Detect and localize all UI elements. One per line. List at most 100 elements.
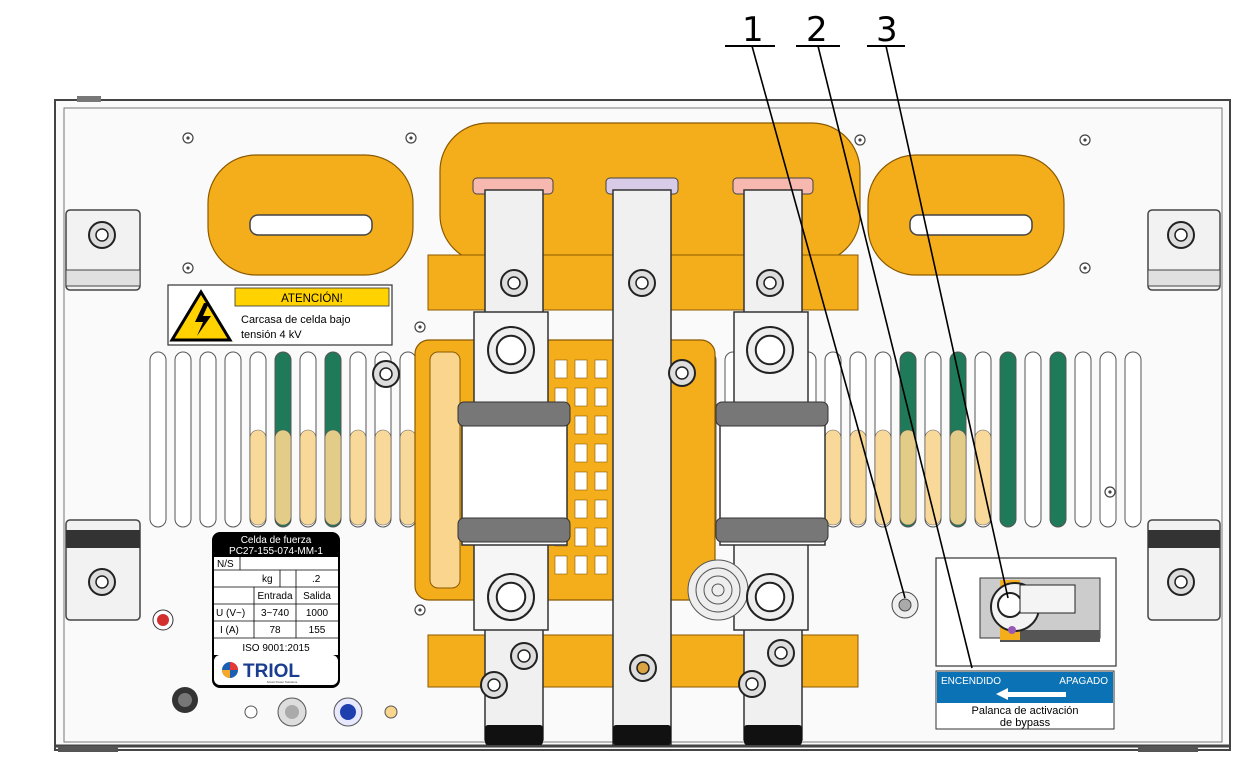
left-bracket	[65, 209, 141, 621]
nameplate-row-current: I (A)	[220, 625, 239, 636]
nameplate-serial-label: N/S	[217, 559, 234, 570]
vent-slot-shadow	[274, 429, 292, 526]
bolt	[767, 639, 795, 667]
triol-logo: TRIOL Smart Power Solutions	[222, 661, 300, 684]
screw	[854, 134, 866, 146]
bolt	[88, 221, 116, 249]
bolt	[480, 671, 508, 699]
vent-slot-shadow	[249, 429, 267, 526]
test-point	[891, 591, 919, 619]
arrow-left-icon	[996, 688, 1066, 700]
vent-slot	[1074, 351, 1092, 528]
callout-2: 2	[806, 10, 828, 50]
lattice-cell	[594, 471, 608, 491]
vent-slot	[199, 351, 217, 528]
nut	[746, 326, 794, 374]
lattice-cell	[554, 359, 568, 379]
vent-slot-shadow	[899, 429, 917, 526]
warning-label: ATENCIÓN! Carcasa de celda bajo tensión …	[167, 284, 393, 346]
screw	[182, 262, 194, 274]
vent-slot-shadow	[849, 429, 867, 526]
warning-title: ATENCIÓN!	[281, 292, 343, 305]
nameplate-current-in: 78	[269, 625, 281, 636]
indicator-led	[152, 609, 174, 631]
screw	[1079, 134, 1091, 146]
nut	[487, 326, 535, 374]
lattice-cell	[594, 555, 608, 575]
bolt-group	[88, 221, 1195, 699]
lattice-cell	[574, 443, 588, 463]
nameplate-weight-unit: kg	[262, 574, 273, 585]
lattice-cell	[574, 555, 588, 575]
bolt	[1167, 221, 1195, 249]
lattice-cell	[594, 443, 608, 463]
vent-slot	[149, 351, 167, 528]
callout-1: 1	[742, 10, 764, 50]
lattice-cell	[574, 387, 588, 407]
vent-slot-shadow	[299, 429, 317, 526]
fuse-right	[715, 401, 829, 546]
vent-slot-shadow	[949, 429, 967, 526]
screw	[1104, 486, 1116, 498]
bypass-off-text: APAGADO	[1059, 676, 1108, 687]
callout-leaders	[725, 45, 1009, 669]
vent-slot-shadow	[399, 429, 417, 526]
insulator-left	[207, 154, 414, 276]
bolt	[500, 269, 528, 297]
vent-slot-shadow	[324, 429, 342, 526]
bypass-lever-assembly	[935, 557, 1117, 667]
bolt	[756, 269, 784, 297]
nameplate-model: PC27-155-074-MM-1	[229, 546, 323, 557]
lattice-cell	[574, 415, 588, 435]
lattice-cell	[574, 499, 588, 519]
nameplate: Celda de fuerza PC27-155-074-MM-1 N/S kg…	[212, 532, 340, 688]
screw	[414, 604, 426, 616]
brand-tagline: Smart Power Solutions	[267, 680, 298, 684]
lattice-cell	[594, 527, 608, 547]
nameplate-title: Celda de fuerza	[241, 535, 312, 546]
bolt	[1167, 568, 1195, 596]
vent-slot	[999, 351, 1017, 528]
vent-slot-shadow	[374, 429, 392, 526]
nameplate-col-output: Salida	[303, 591, 331, 602]
high-voltage-icon	[169, 289, 233, 342]
bolt	[372, 360, 400, 388]
brand-name: TRIOL	[243, 661, 300, 682]
nut	[746, 573, 794, 621]
screw	[414, 321, 426, 333]
contact-spring	[687, 559, 749, 621]
lattice-cell	[594, 415, 608, 435]
screw-group	[182, 132, 1116, 616]
screw	[405, 132, 417, 144]
vent-slot	[1024, 351, 1042, 528]
nut	[487, 573, 535, 621]
bypass-line1: Palanca de activación	[971, 705, 1078, 717]
vent-slot	[1124, 351, 1142, 528]
nameplate-row-voltage: U (V~)	[216, 608, 245, 619]
bolt	[88, 568, 116, 596]
lattice-cell	[574, 359, 588, 379]
bypass-line2: de bypass	[1000, 717, 1051, 729]
ground-terminal	[172, 687, 198, 713]
warning-line1: Carcasa de celda bajo	[241, 314, 350, 326]
nameplate-voltage-out: 1000	[306, 608, 329, 619]
nameplate-col-input: Entrada	[257, 591, 292, 602]
callout-3: 3	[876, 10, 898, 50]
vent-slot-shadow	[824, 429, 842, 526]
vent-slot-shadow	[349, 429, 367, 526]
ventilation-grille	[149, 351, 1142, 528]
insulator-right	[867, 154, 1065, 276]
lattice-cell	[574, 527, 588, 547]
lattice-cell	[594, 359, 608, 379]
nameplate-standard: ISO 9001:2015	[242, 643, 310, 654]
bolt	[668, 359, 696, 387]
lattice-cell	[554, 555, 568, 575]
screw	[182, 132, 194, 144]
screw	[1079, 262, 1091, 274]
bolt	[738, 670, 766, 698]
bolt	[628, 269, 656, 297]
nameplate-voltage-in: 3~740	[261, 608, 290, 619]
bolt	[510, 642, 538, 670]
bolt	[629, 654, 657, 682]
